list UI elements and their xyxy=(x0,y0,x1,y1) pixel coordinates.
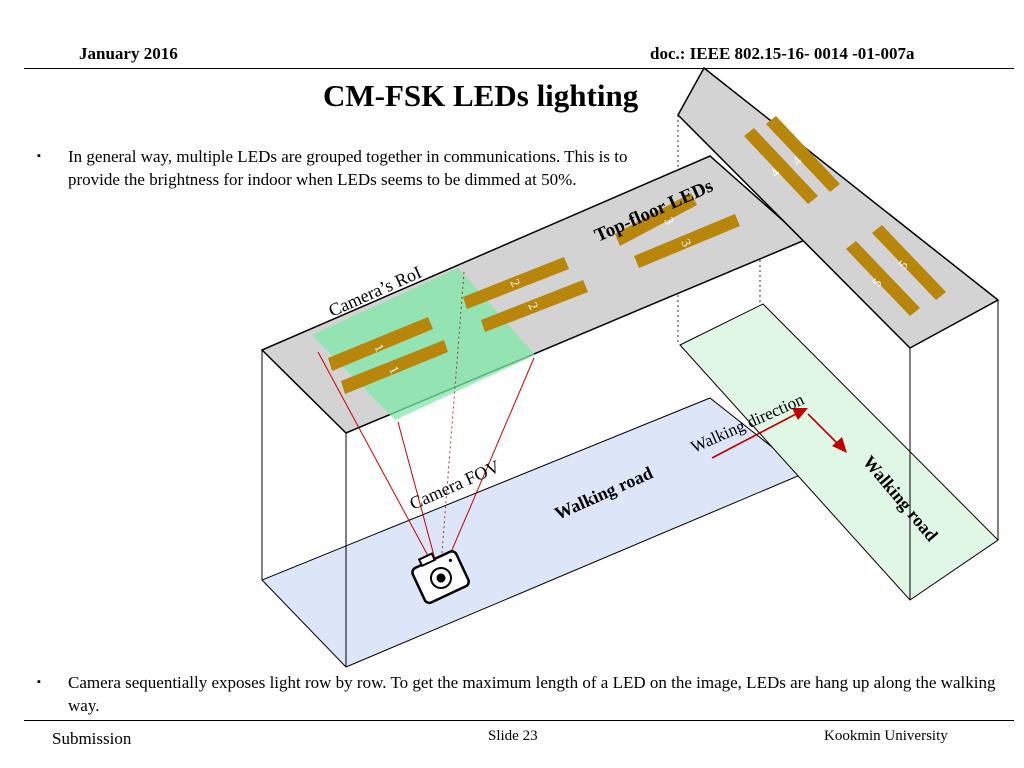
led-bar-4a xyxy=(744,128,818,204)
header-divider xyxy=(24,68,1014,69)
bullet-item-1: ▪ In general way, multiple LEDs are grou… xyxy=(37,145,658,191)
bullet-item-2: ▪ Camera sequentially exposes light row … xyxy=(37,671,1018,717)
slide-title: CM-FSK LEDs lighting xyxy=(323,78,639,113)
led-bar-1a xyxy=(328,317,433,371)
led-bar-3a xyxy=(615,193,697,246)
fov-line-2 xyxy=(397,421,441,579)
led-group xyxy=(328,116,946,394)
camera-fov-lines xyxy=(317,351,535,579)
camera-optical-axis xyxy=(439,271,465,579)
bullet-marker: ▪ xyxy=(37,676,41,688)
led-bar-5a xyxy=(846,241,920,316)
led-bar-2b xyxy=(481,280,588,332)
bullet-text-1: In general way, multiple LEDs are groupe… xyxy=(68,147,628,189)
fov-line-1 xyxy=(317,351,441,579)
footer-slide-number: Slide 23 xyxy=(488,728,538,744)
footer-submission: Submission xyxy=(52,729,132,748)
fov-line-3 xyxy=(439,357,535,579)
bullet-marker: ▪ xyxy=(37,150,41,162)
camera-icon xyxy=(411,550,470,605)
footer-university: Kookmin University xyxy=(824,728,948,744)
header-date: January 2016 xyxy=(79,44,178,63)
led-bar-5b xyxy=(872,225,946,300)
led-bar-4b xyxy=(766,116,840,192)
footer-divider xyxy=(24,720,1014,721)
led-bar-1b xyxy=(341,340,448,394)
walking-direction-arrow xyxy=(711,408,847,459)
led-bar-3b xyxy=(634,214,740,268)
led-bar-2a xyxy=(463,257,569,309)
bullet-text-2: Camera sequentially exposes light row by… xyxy=(68,673,996,715)
header-doc-id: doc.: IEEE 802.15-16- 0014 -01-007a xyxy=(650,44,915,63)
